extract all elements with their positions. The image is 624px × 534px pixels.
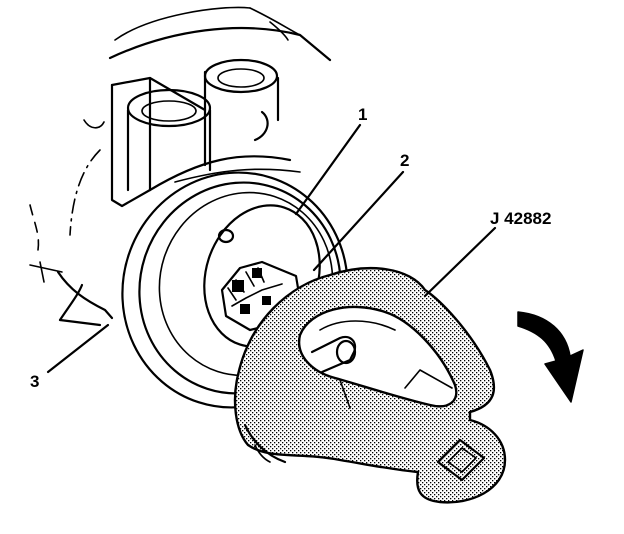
leader-lines bbox=[46, 123, 497, 374]
engine-housing bbox=[29, 6, 332, 327]
leader-part-1 bbox=[294, 123, 362, 216]
special-tool-j42882 bbox=[233, 267, 507, 504]
leader-tool bbox=[423, 226, 497, 298]
callout-part-1: 1 bbox=[358, 105, 367, 124]
leader-part-2 bbox=[312, 170, 405, 272]
callout-tool-j42882: J 42882 bbox=[490, 209, 551, 228]
callout-part-2: 2 bbox=[400, 151, 409, 170]
callout-part-3: 3 bbox=[30, 372, 39, 391]
clockwise-arrow-icon bbox=[517, 311, 584, 403]
leader-part-3 bbox=[46, 323, 110, 374]
